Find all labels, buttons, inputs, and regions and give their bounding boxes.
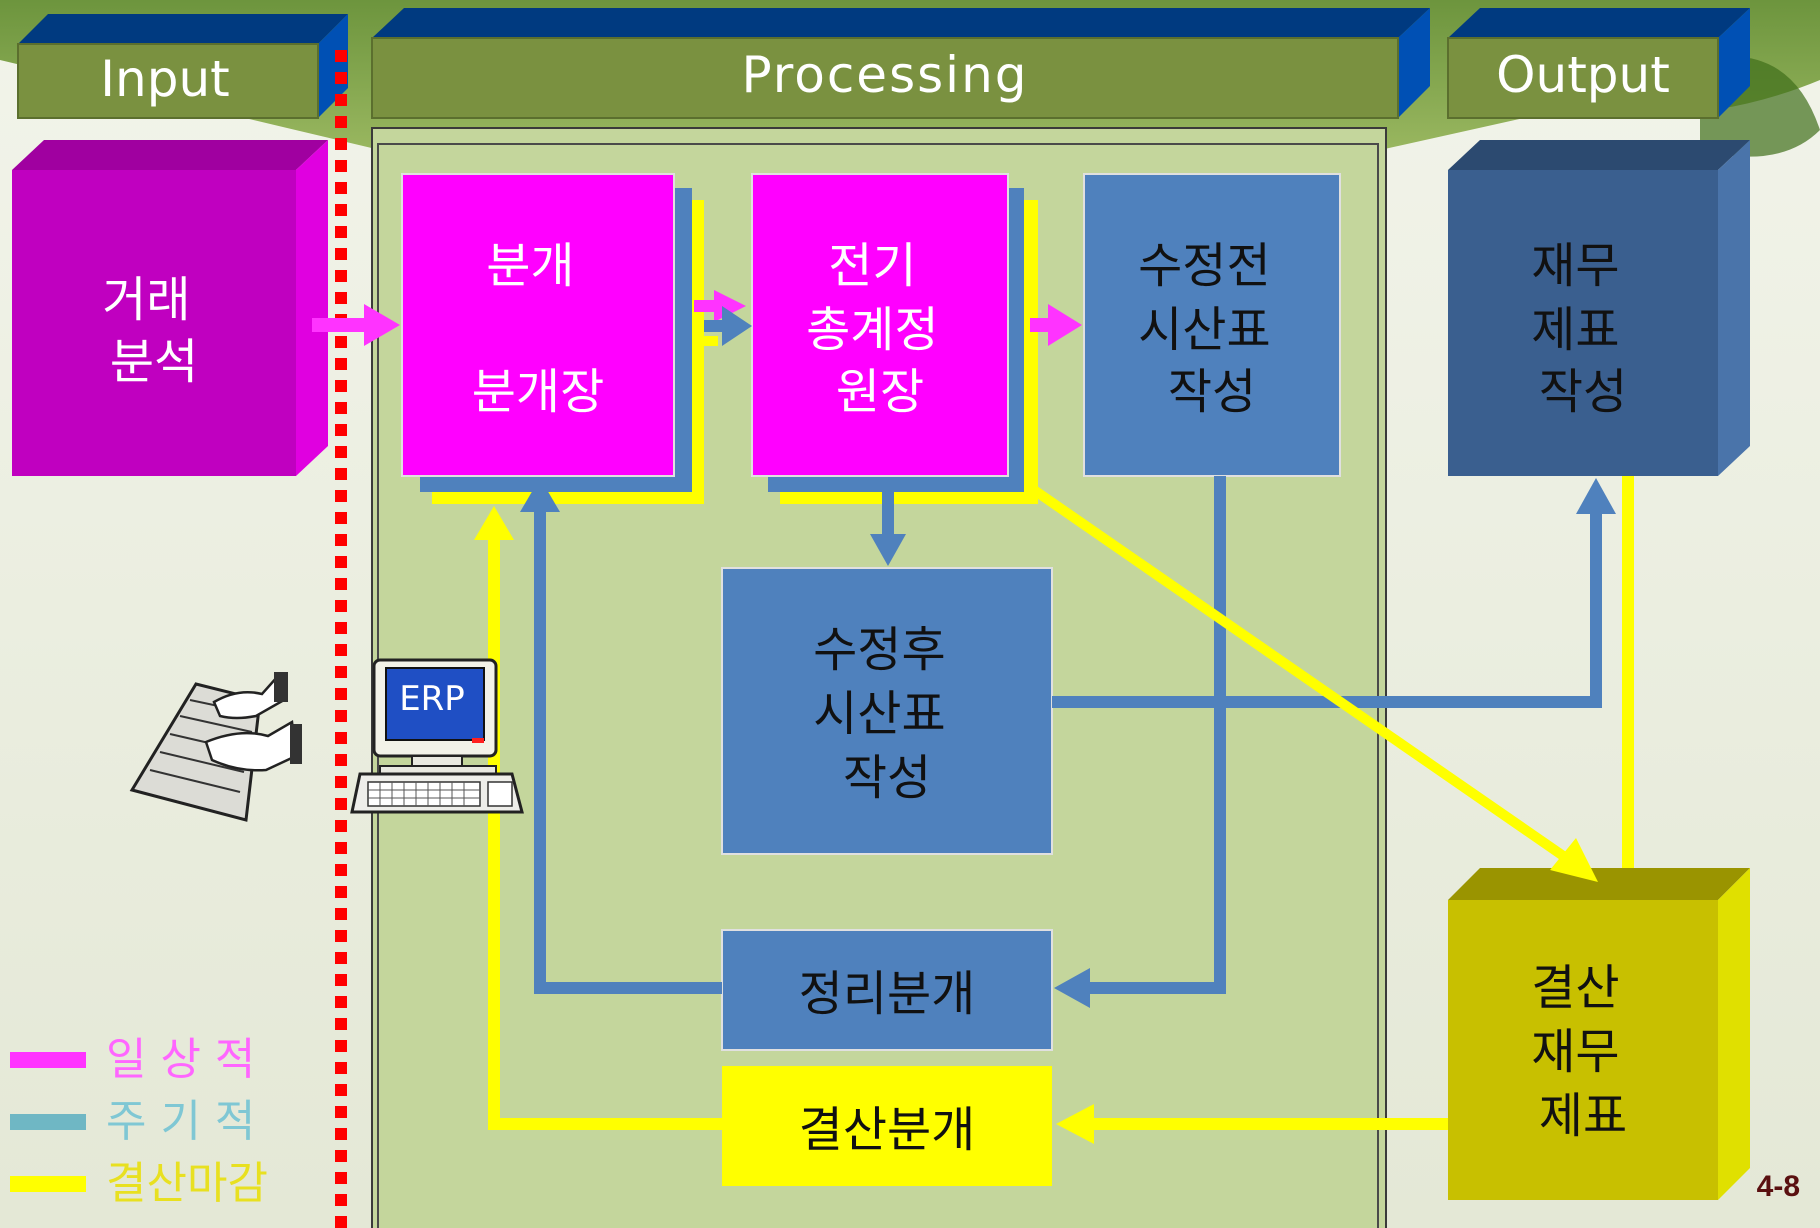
legend-item-closing: 결산마감 [10, 1158, 268, 1209]
arrow-unadjusted-to-adjusting [1054, 476, 1226, 1008]
box-adjusted-line-1: 수정후 [813, 622, 945, 678]
box-journal: 분개 분개장 [401, 173, 704, 504]
box-unadjusted-line-2: 시산표 [1138, 302, 1270, 358]
box-transaction-analysis-text: 거래 분석 [102, 272, 206, 390]
box-unadjusted-line-3: 작성 [1168, 364, 1256, 420]
erp-computer-illustration: ERP [350, 658, 524, 814]
legend-routine-label: 일 상 적 [106, 1034, 255, 1085]
arrow-adjusting-to-journal [520, 478, 722, 994]
box-ledger-posting: 전기 총계정 원장 [751, 173, 1038, 504]
box-adjusted-line-3: 작성 [843, 750, 931, 806]
legend-item-routine: 일 상 적 [10, 1034, 255, 1085]
box-adjusted-trial-balance: 수정후 시산표 작성 [721, 567, 1053, 855]
header-input-label: Input [100, 50, 229, 108]
box-financial-line-2: 제표 [1531, 302, 1619, 358]
box-journal-text: 분개 분개장 [472, 238, 604, 420]
box-closing-financial-statements-text: 결산 재무 제표 [1531, 960, 1635, 1144]
arrow-ledger-to-adjusted [870, 492, 906, 566]
box-transaction-analysis-line-2: 분석 [110, 334, 198, 390]
arrow-closing-statements-to-financial [1622, 476, 1634, 868]
box-adjusting-entries-text: 정리분개 [799, 966, 976, 1022]
typing-hands-illustration [129, 672, 302, 822]
erp-screen-label: ERP [399, 679, 465, 719]
box-adjusted-trial-balance-text: 수정후 시산표 작성 [813, 622, 961, 806]
box-closing-financial-line-2: 재무 [1531, 1024, 1619, 1080]
arrow-journal-to-ledger [694, 290, 752, 346]
legend-item-periodic: 주 기 적 [10, 1096, 255, 1147]
box-transaction-analysis-line-1: 거래 [102, 272, 190, 328]
box-unadjusted-trial-balance-text: 수정전 시산표 작성 [1138, 238, 1286, 420]
legend-periodic-label: 주 기 적 [106, 1096, 255, 1147]
box-financial-statements-text: 재무 제표 작성 [1531, 238, 1635, 420]
box-financial-line-1: 재무 [1531, 238, 1619, 294]
arrow-adjusted-to-financial [1052, 478, 1616, 708]
box-closing-financial-line-1: 결산 [1531, 960, 1619, 1016]
arrow-analysis-to-journal [312, 304, 400, 346]
arrow-ledger-to-closing-statements [1031, 485, 1598, 882]
arrow-closing-statements-to-closing-entries [1056, 1104, 1448, 1144]
box-closing-financial-statements: 결산 재무 제표 [1448, 868, 1750, 1200]
header-input: Input [17, 14, 348, 119]
box-financial-line-3: 작성 [1539, 364, 1627, 420]
box-journal-line-1: 분개 [486, 238, 574, 294]
box-ledger-posting-line-3: 원장 [836, 364, 924, 420]
box-closing-entries-text: 결산분개 [799, 1102, 976, 1158]
header-processing-label: Processing [742, 46, 1029, 104]
box-unadjusted-line-1: 수정전 [1138, 238, 1270, 294]
box-transaction-analysis: 거래 분석 [12, 140, 328, 476]
legend: 일 상 적 주 기 적 결산마감 [10, 1034, 268, 1209]
box-adjusted-line-2: 시산표 [813, 686, 945, 742]
box-adjusting-entries: 정리분개 [721, 929, 1053, 1051]
box-ledger-posting-line-1: 전기 [828, 238, 916, 294]
box-ledger-posting-text: 전기 총계정 원장 [806, 238, 954, 420]
page-number: 4-8 [1757, 1170, 1800, 1203]
box-closing-financial-line-3: 제표 [1539, 1088, 1627, 1144]
box-unadjusted-trial-balance: 수정전 시산표 작성 [1083, 173, 1341, 477]
legend-closing-label: 결산마감 [106, 1158, 268, 1209]
header-output-label: Output [1496, 46, 1670, 104]
box-closing-entries: 결산분개 [722, 1066, 1052, 1186]
arrow-ledger-to-unadjusted [1030, 304, 1082, 346]
header-processing: Processing [371, 8, 1430, 119]
box-journal-line-3: 분개장 [472, 364, 604, 420]
box-ledger-posting-line-2: 총계정 [806, 302, 938, 358]
box-financial-statements: 재무 제표 작성 [1448, 140, 1750, 476]
header-output: Output [1447, 8, 1750, 119]
